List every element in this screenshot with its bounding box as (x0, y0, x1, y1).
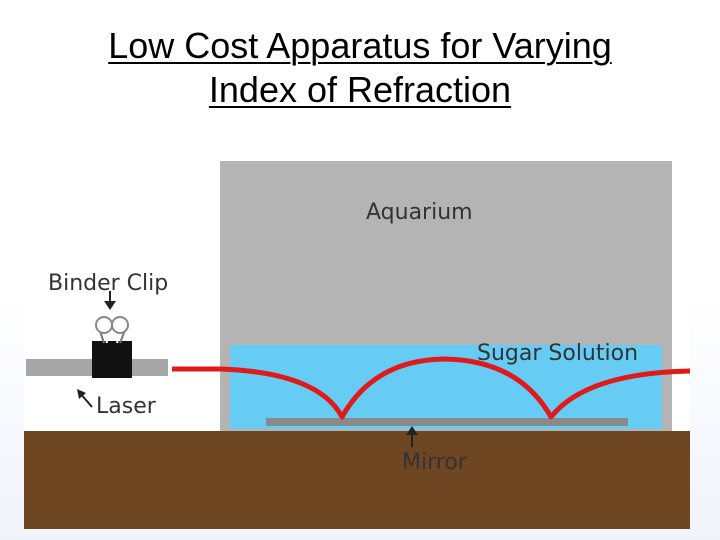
laser-arrow-icon (77, 389, 93, 408)
binder-clip-icon (92, 316, 132, 378)
table-surface (24, 431, 690, 529)
sugar-solution-label: Sugar Solution (477, 341, 638, 366)
title-line-1: Low Cost Apparatus for Varying (108, 25, 612, 66)
mirror-label: Mirror (402, 450, 468, 475)
binder-clip-label: Binder Clip (48, 271, 168, 296)
mirror-arrow-icon (406, 426, 418, 447)
laser-label: Laser (96, 394, 157, 419)
binder-clip-arrow-icon (104, 291, 116, 310)
mirror-strip (266, 418, 628, 426)
title-line-2: Index of Refraction (208, 69, 512, 110)
slide-title: Low Cost Apparatus for Varying Index of … (0, 24, 720, 112)
laser-beam (172, 356, 690, 420)
aquarium-label: Aquarium (366, 200, 473, 225)
apparatus-diagram-svg: Aquarium Binder Clip Sugar Solution Lase… (24, 155, 690, 529)
apparatus-diagram: Aquarium Binder Clip Sugar Solution Lase… (24, 155, 690, 529)
